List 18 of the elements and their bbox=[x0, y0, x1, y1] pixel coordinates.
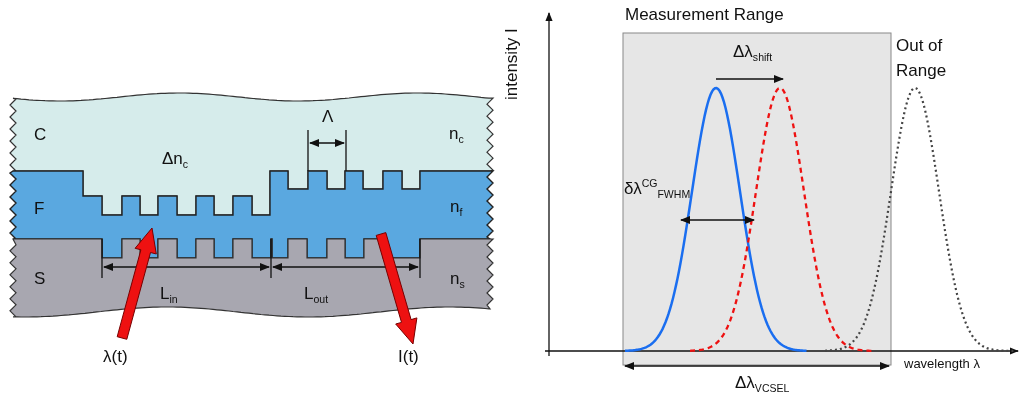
shift-label: Δλ$_{shift}$ bbox=[733, 43, 773, 64]
range-heading: Measurement Range bbox=[625, 6, 784, 25]
layer-label: S bbox=[34, 270, 46, 289]
range-label: Out of Range bbox=[896, 35, 948, 82]
layer-label: n$_{s}$ bbox=[450, 270, 465, 291]
signal-label: λ(t) bbox=[103, 348, 128, 367]
layer-label: n$_{c}$ bbox=[449, 125, 464, 146]
axis-title: intensity I bbox=[503, 28, 522, 100]
layer-label: F bbox=[34, 200, 45, 219]
layer-label: C bbox=[34, 126, 47, 145]
axis-title: wavelength λ bbox=[904, 357, 980, 372]
layer-label: Λ bbox=[322, 108, 334, 127]
layer-label: L$_{out}$ bbox=[304, 285, 329, 306]
layer-label: Δn$_{c}$ bbox=[162, 150, 189, 171]
signal-label: I(t) bbox=[398, 348, 419, 367]
layer-label: n$_{f}$ bbox=[450, 198, 463, 219]
layer-label: L$_{in}$ bbox=[160, 285, 178, 306]
width-label: Δλ$_{VCSEL}$ bbox=[735, 374, 790, 395]
